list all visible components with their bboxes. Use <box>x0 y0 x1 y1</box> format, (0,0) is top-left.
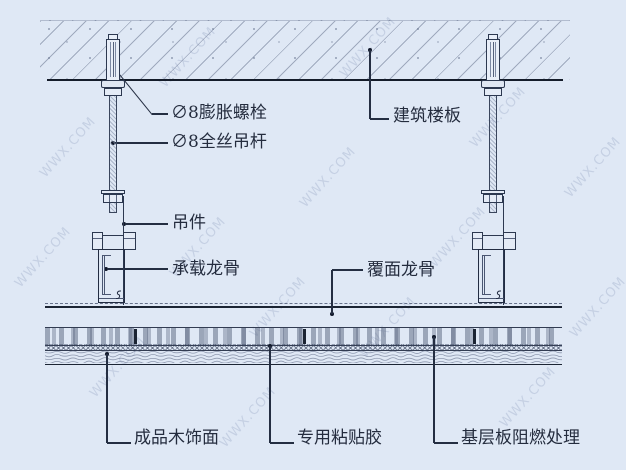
leader-line <box>434 442 458 444</box>
label-hanger: 吊件 <box>172 213 206 233</box>
hanger-nut <box>103 194 123 203</box>
leader-dot <box>330 312 334 316</box>
hanger-strap <box>503 196 505 305</box>
leader-line <box>369 50 371 119</box>
hanger-strap <box>123 196 125 305</box>
adhesive-layer <box>45 344 562 351</box>
label-adhesive: 专用粘贴胶 <box>297 428 382 448</box>
board-joint <box>134 329 137 344</box>
label-base-board: 基层板阻燃处理 <box>461 428 580 448</box>
label-expansion-bolt: ∅8膨胀螺栓 <box>171 103 267 123</box>
rod-tail <box>489 203 497 213</box>
watermark-text: WWX.COM <box>12 224 75 291</box>
leader-line <box>269 346 271 443</box>
leader-line <box>152 113 168 115</box>
leader-line <box>107 442 131 444</box>
floor-slab-hatch <box>40 20 570 80</box>
bolt-nut <box>484 88 502 96</box>
label-carrier-keel: 承载龙骨 <box>172 259 240 279</box>
watermark-text: WWX.COM <box>497 364 560 431</box>
leader-line <box>332 269 363 271</box>
hanger-saddle <box>483 235 503 237</box>
board-joint <box>473 329 476 344</box>
section-break-mark <box>115 290 122 300</box>
bolt-nut <box>104 88 122 96</box>
hanger-plate <box>481 190 505 194</box>
hanger-nut <box>483 194 503 203</box>
threaded-hanger-rod <box>489 96 497 190</box>
expansion-bolt-sleeve <box>106 39 120 81</box>
leader-line <box>106 354 108 443</box>
slab-bottom-edge <box>47 79 563 82</box>
leader-line <box>331 270 333 314</box>
leader-line <box>107 268 168 270</box>
panel-stack <box>45 327 562 365</box>
label-hanger-rod: ∅8全丝吊杆 <box>171 132 267 152</box>
label-covering-keel: 覆面龙骨 <box>367 260 435 280</box>
leader-line <box>370 118 389 120</box>
wood-veneer-layer <box>45 350 562 365</box>
bolt-washer <box>101 80 125 88</box>
wood-grain-texture <box>45 350 562 363</box>
expansion-bolt-sleeve <box>486 39 500 81</box>
watermark-text: WWX.COM <box>297 144 360 211</box>
leader-line <box>270 442 294 444</box>
hanger-clamp-left <box>92 232 103 250</box>
hanger-saddle <box>103 235 123 237</box>
bolt-washer <box>481 80 505 88</box>
covering-keel-texture <box>45 303 562 304</box>
watermark-text: WWX.COM <box>562 134 625 201</box>
leader-line <box>114 142 168 144</box>
suspension-assembly-left <box>90 34 136 305</box>
leader-line <box>125 223 168 225</box>
hanger-clamp-right <box>123 232 136 250</box>
covering-keel-line <box>45 306 562 308</box>
board-joint <box>303 329 306 344</box>
rod-tail <box>109 203 117 213</box>
carrier-channel-section <box>98 249 125 303</box>
threaded-hanger-rod <box>109 96 117 190</box>
hanger-plate <box>101 190 125 194</box>
suspension-assembly-right <box>470 34 516 305</box>
hanger-clamp-left <box>472 232 483 250</box>
section-break-mark <box>495 290 502 300</box>
hanger-clamp-right <box>503 232 516 250</box>
label-wood-veneer: 成品木饰面 <box>134 428 219 448</box>
leader-dot <box>104 267 108 271</box>
leader-line <box>433 337 435 443</box>
watermark-text: WWX.COM <box>567 274 626 341</box>
label-floor-slab: 建筑楼板 <box>393 106 461 126</box>
carrier-channel-section <box>478 249 505 303</box>
